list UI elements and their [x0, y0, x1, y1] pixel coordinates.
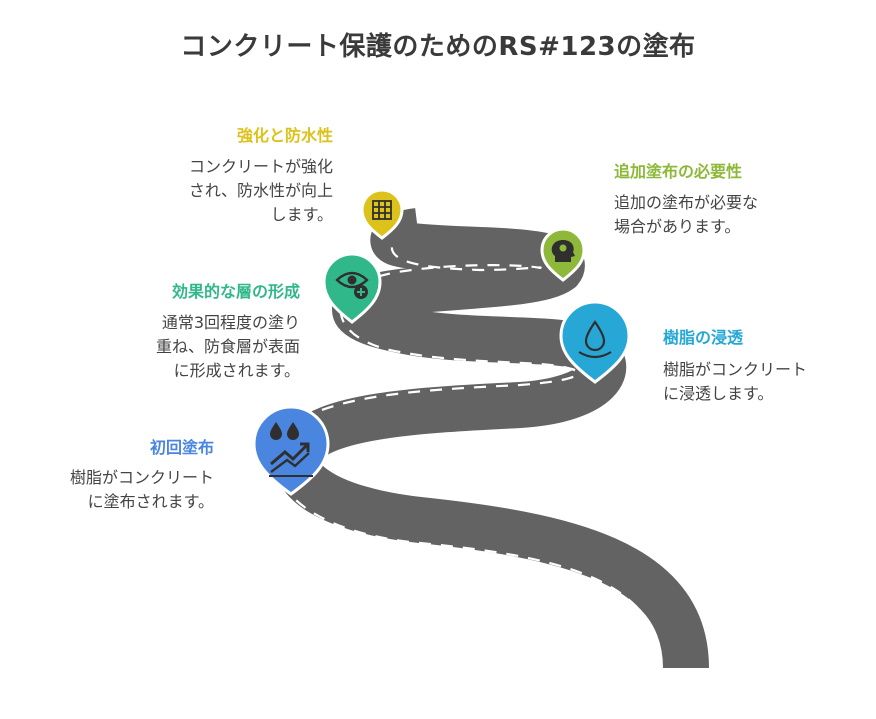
marker-resin-penetration — [559, 300, 631, 384]
pin-shape — [559, 300, 631, 384]
marker-strengthening — [360, 188, 404, 240]
step-resin-penetration-heading: 樹脂の浸透 — [663, 328, 744, 347]
marker-additional-coating — [540, 227, 586, 282]
step-additional-coating-heading: 追加塗布の必要性 — [614, 162, 743, 181]
step-effective-layer-description: 通常3回程度の塗り 重ね、防食層が表面 に形成されます。 — [155, 313, 300, 380]
road-center-line — [274, 237, 662, 669]
step-effective-layer-heading: 効果的な層の形成 — [171, 282, 300, 301]
step-initial-coating-description: 樹脂がコンクリート に塗布されます。 — [69, 468, 214, 511]
road-surface — [274, 208, 709, 670]
drops-trend-icon — [269, 422, 313, 477]
step-strengthening-heading: 強化と防水性 — [236, 126, 333, 145]
page-title: コンクリート保護のためのRS#123の塗布 — [180, 32, 696, 62]
marker-effective-layer — [322, 252, 382, 324]
step-strengthening-description: コンクリートが強化 され、防水性が向上 します。 — [188, 157, 333, 224]
step-initial-coating-heading: 初回塗布 — [149, 438, 214, 457]
pin-shape — [360, 188, 404, 240]
marker-initial-coating — [252, 405, 330, 496]
eye-plus-icon — [335, 271, 369, 299]
building-grid-icon — [372, 200, 392, 220]
step-resin-penetration-description: 樹脂がコンクリート に浸透します。 — [663, 360, 808, 403]
step-additional-coating-description: 追加の塗布が必要な 場合があります。 — [614, 193, 759, 236]
head-gear-icon — [551, 240, 575, 262]
water-drop-icon — [578, 320, 612, 359]
